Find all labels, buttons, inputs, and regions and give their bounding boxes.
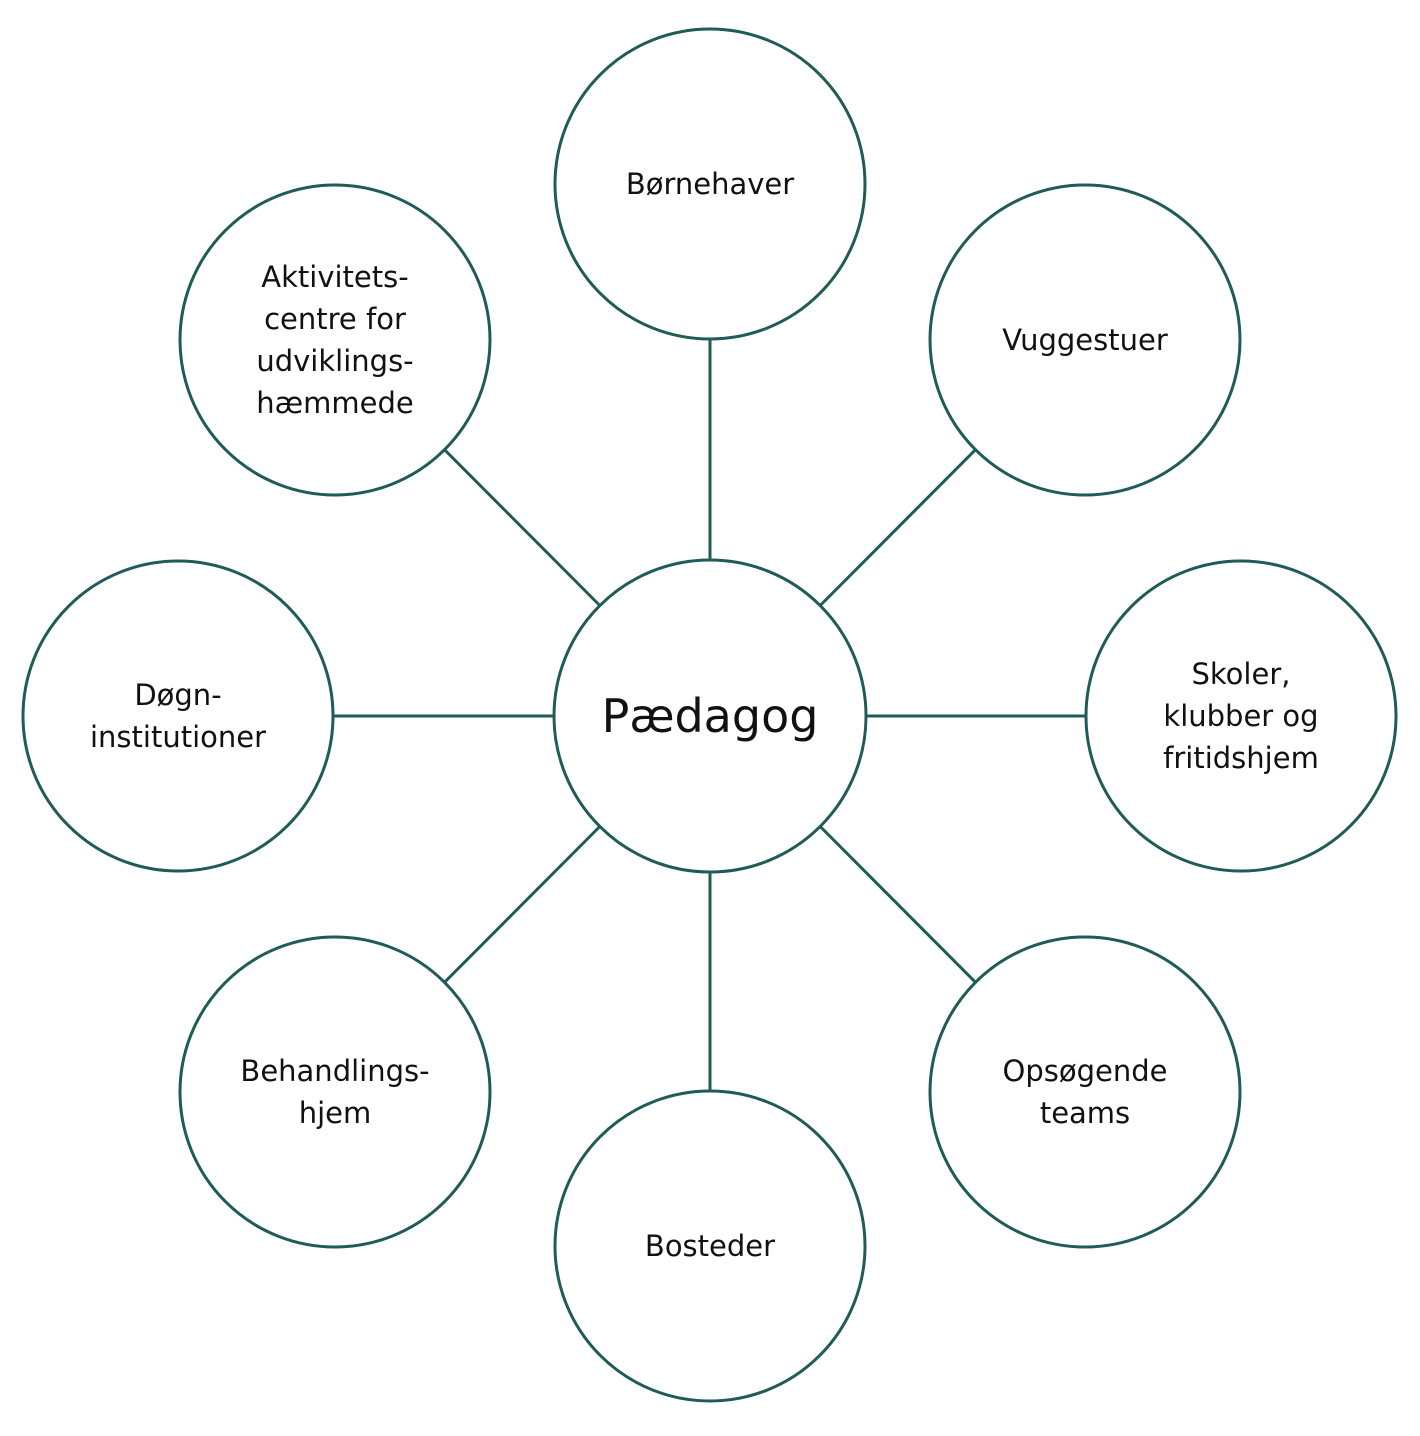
node-circle-behandlingshjem (178, 935, 492, 1249)
node-aktivitetscentre: Aktivitets-centre for udviklings-hæmmede (178, 183, 492, 497)
node-label-skoler-line-2: klubber og (1163, 699, 1318, 733)
node-label-skoler-line-1: Skoler, (1192, 657, 1291, 691)
connector-vuggestuer (819, 448, 977, 607)
node-label-vuggestuer-line-1: Vuggestuer (1002, 323, 1168, 357)
node-label-opsoegende-line-2: teams (1040, 1096, 1130, 1130)
node-bosteder: Bosteder (553, 1089, 867, 1403)
node-label-behandlingshjem-line-2: hjem (299, 1096, 372, 1130)
node-circle-boernehaver (553, 27, 867, 341)
node-vuggestuer: Vuggestuer (928, 183, 1242, 497)
node-label-aktivitetscentre-line-1: Aktivitets- (261, 260, 408, 294)
node-label-boernehaver-line-1: Børnehaver (626, 167, 794, 201)
connector-aktivitetscentre (443, 448, 601, 607)
connector-group (333, 339, 1086, 1091)
node-label-aktivitetscentre-line-2: centre for (264, 302, 406, 336)
node-skoler: Skoler, klubber og fritidshjem (1084, 559, 1398, 873)
node-boernehaver: Børnehaver (553, 27, 867, 341)
center-label: Pædagog (602, 689, 819, 743)
node-label-opsoegende-line-1: Opsøgende (1003, 1054, 1168, 1088)
node-label-behandlingshjem-line-1: Behandlings- (240, 1054, 429, 1088)
node-opsoegende: Opsøgende teams (928, 935, 1242, 1249)
node-circle-opsoegende (928, 935, 1242, 1249)
node-label-aktivitetscentre-line-4: hæmmede (256, 386, 413, 420)
node-label-doegninstitutioner-line-2: institutioner (90, 720, 266, 754)
node-circle-aktivitetscentre (178, 183, 492, 497)
center-circle (552, 558, 868, 874)
node-label-bosteder-line-1: Bosteder (645, 1229, 775, 1263)
node-circle-skoler (1084, 559, 1398, 873)
node-label-doegninstitutioner-line-1: Døgn- (134, 678, 221, 712)
node-label-skoler-line-3: fritidshjem (1163, 741, 1319, 775)
node-doegninstitutioner: Døgn-institutioner (21, 559, 335, 873)
node-circle-doegninstitutioner (21, 559, 335, 873)
node-circle-bosteder (553, 1089, 867, 1403)
connector-opsoegende (819, 825, 977, 984)
connector-behandlingshjem (443, 825, 601, 984)
node-label-aktivitetscentre-line-3: udviklings- (256, 344, 413, 378)
node-behandlingshjem: Behandlings-hjem (178, 935, 492, 1249)
node-circle-vuggestuer (928, 183, 1242, 497)
center-node: Pædagog (552, 558, 868, 874)
